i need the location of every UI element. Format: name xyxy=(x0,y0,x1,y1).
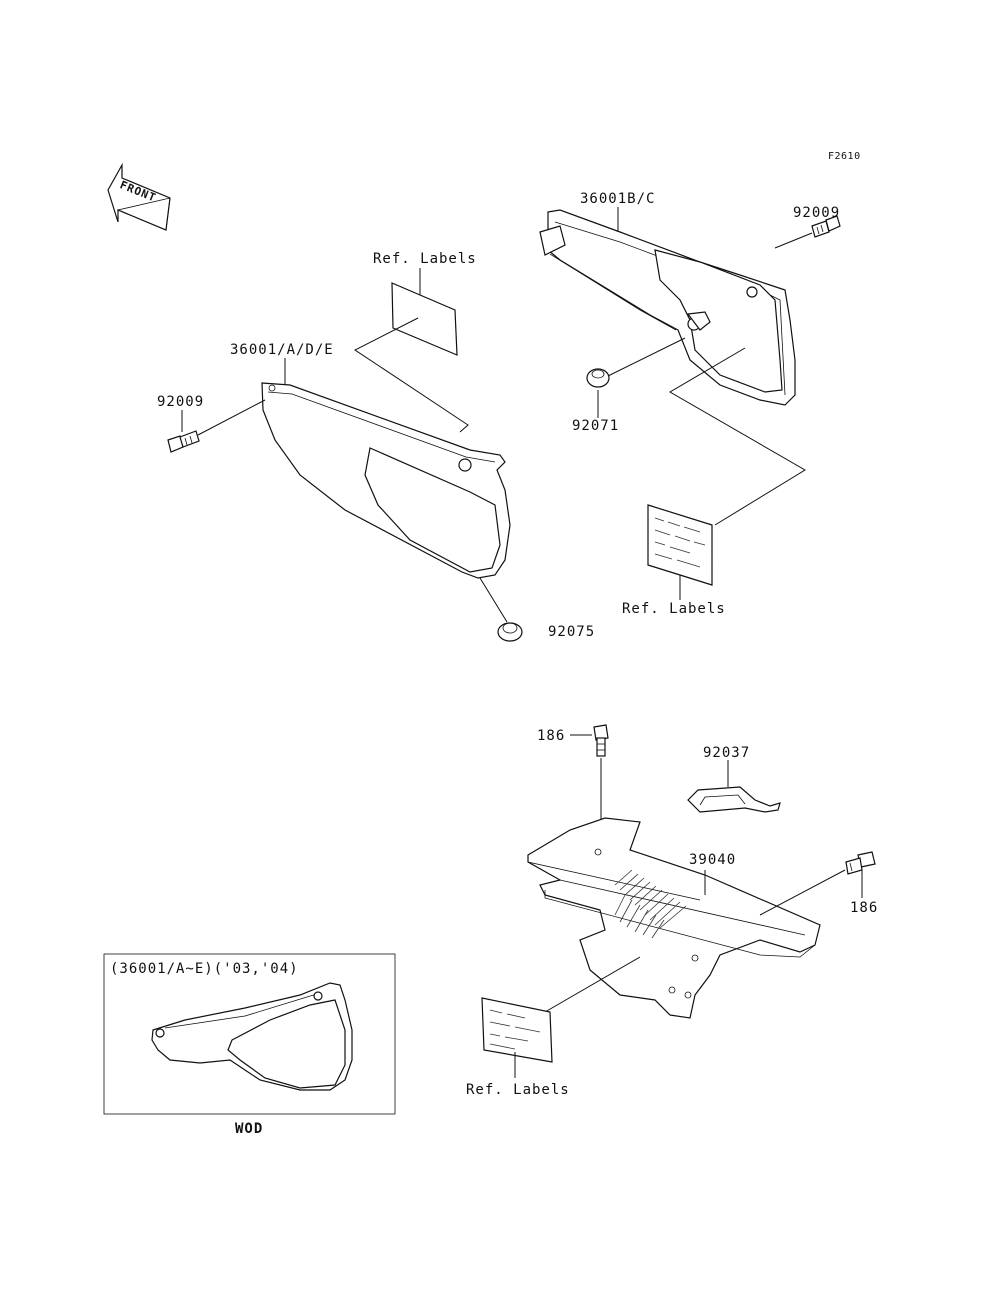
front-arrow-icon xyxy=(107,162,171,231)
part-36001-bc-callout: 36001B/C xyxy=(580,191,656,207)
bolt-186-right xyxy=(845,851,876,875)
part-39040-callout: 39040 xyxy=(689,852,737,868)
ref-label-sticker-right xyxy=(647,504,713,586)
side-cover-right xyxy=(539,209,796,406)
figure-code: F2610 xyxy=(828,151,861,162)
inset-side-cover xyxy=(151,982,353,1091)
inset-caption: WOD xyxy=(235,1121,264,1137)
part-92009-left-callout: 92009 xyxy=(157,394,205,410)
ref-labels-right-callout: Ref. Labels xyxy=(622,601,726,617)
ref-label-sticker-top xyxy=(391,282,458,356)
ref-labels-bottom-callout: Ref. Labels xyxy=(466,1082,570,1098)
part-92037-callout: 92037 xyxy=(703,745,751,761)
bolt-92009-right xyxy=(811,215,841,238)
part-92071-callout: 92071 xyxy=(572,418,620,434)
part-36001-ade-callout: 36001/A/D/E xyxy=(230,342,334,358)
grommet-92075 xyxy=(497,622,523,642)
grommet-92071 xyxy=(586,368,610,388)
part-92009-right-callout: 92009 xyxy=(793,205,841,221)
clamp-92037 xyxy=(687,786,781,813)
side-cover-left xyxy=(261,382,511,579)
inset-box xyxy=(103,953,396,1115)
part-186-top-callout: 186 xyxy=(537,728,566,744)
inset-title: (36001/A~E)('03,'04) xyxy=(110,961,299,977)
bolt-92009-left xyxy=(167,430,200,453)
part-92075-callout: 92075 xyxy=(548,624,596,640)
part-186-right-callout: 186 xyxy=(850,900,879,916)
guard-39040 xyxy=(527,817,821,1019)
bolt-186-top xyxy=(593,724,609,757)
ref-labels-top-callout: Ref. Labels xyxy=(373,251,477,267)
ref-label-sticker-bottom xyxy=(481,997,553,1063)
